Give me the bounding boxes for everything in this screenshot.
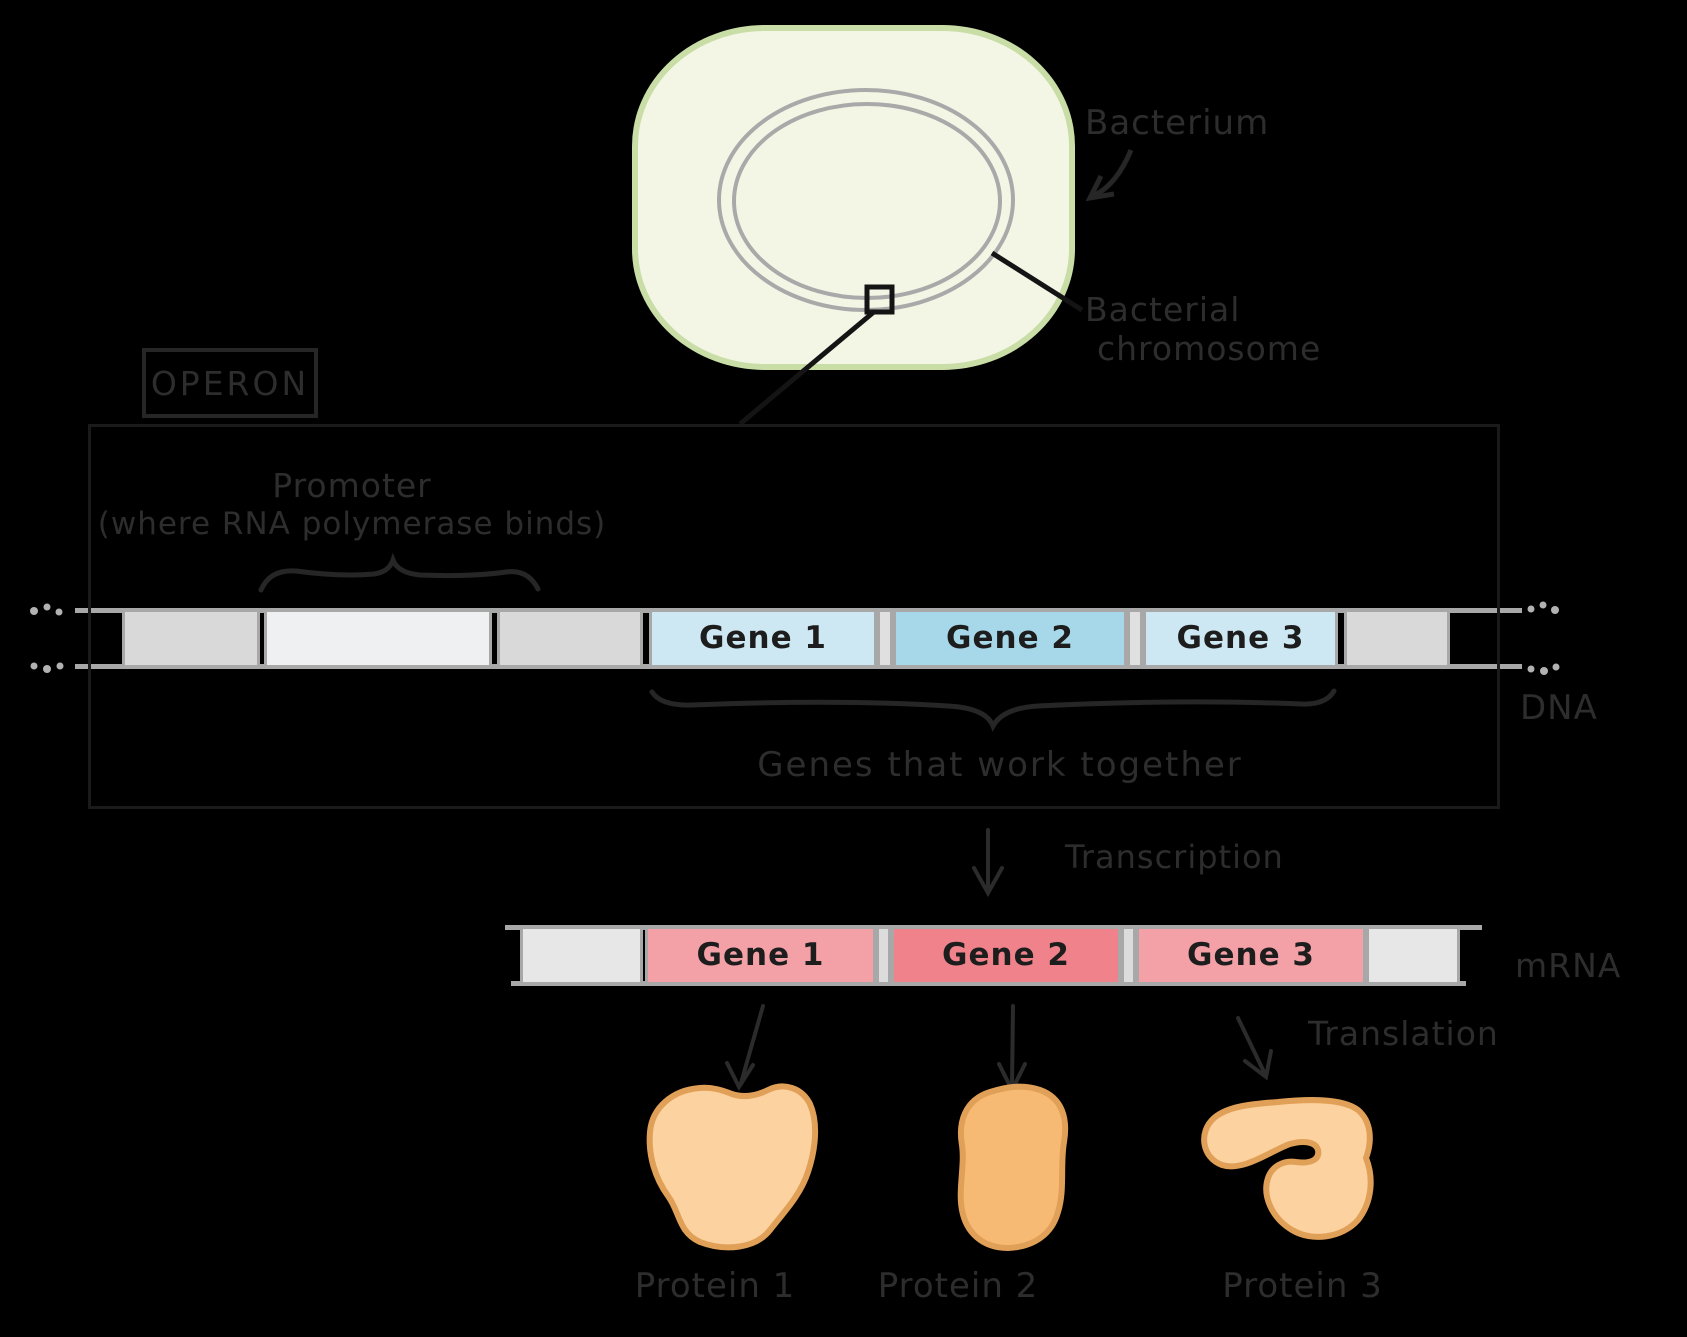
dna-gene-gap-2	[1127, 612, 1143, 665]
mrna-segment-gray-left	[520, 929, 643, 982]
protein-1-label: Protein 1	[634, 1266, 796, 1306]
bacterium-label-arrowhead	[1085, 174, 1115, 202]
translation-arrow-3	[1236, 1016, 1273, 1081]
transcription-arrow	[972, 828, 1004, 898]
dna-label: DNA	[1520, 688, 1598, 728]
dna-gene2-segment	[893, 612, 1127, 665]
mrna-strip-bottom-line	[511, 981, 1466, 986]
dna-strip-bottom-line	[75, 664, 1522, 669]
genes-caption: Genes that work together	[757, 745, 1243, 785]
chromosome-label-line1: Bacterial	[1085, 290, 1241, 329]
mrna-gene-gap-2	[1121, 929, 1136, 982]
translation-arrow-2	[997, 1004, 1027, 1095]
chromosome-label: Bacterial chromosome	[1085, 290, 1321, 368]
mrna-gene2-label: Gene 2	[942, 937, 1070, 973]
dna-gene-gap-1	[877, 612, 893, 665]
protein-3-shape	[1201, 1097, 1374, 1240]
dna-segment-gray-1	[122, 612, 260, 665]
translation-arrow-1	[725, 1004, 765, 1092]
transcription-label: Transcription	[1065, 838, 1284, 876]
bacterium-label: Bacterium	[1085, 103, 1270, 143]
mrna-label: mRNA	[1515, 946, 1622, 985]
protein-3-label: Protein 3	[1222, 1266, 1383, 1306]
protein-2-label: Protein 2	[877, 1266, 1039, 1306]
mrna-strip-top-line	[505, 925, 1482, 930]
dna-segment-gray-2	[497, 612, 643, 665]
dna-gene3-label: Gene 3	[1176, 620, 1305, 656]
dna-segment-gray-3	[1344, 612, 1450, 665]
chromosome-label-line2: chromosome	[1097, 329, 1322, 368]
protein-2-shape	[957, 1083, 1069, 1252]
dna-gene1-segment	[649, 612, 877, 665]
promoter-brace	[258, 552, 541, 593]
chromosome-label-leader-line	[990, 250, 1084, 313]
operon-box	[88, 424, 1500, 809]
dna-continuation-dots	[30, 601, 1560, 675]
mrna-gene1-label: Gene 1	[696, 937, 825, 973]
mrna-gene3-label: Gene 3	[1187, 937, 1315, 973]
chromosome-zoom-marker	[864, 284, 895, 315]
operon-tag: OPERON	[142, 348, 318, 418]
dna-gene1-label: Gene 1	[699, 620, 827, 656]
protein-1-shape	[646, 1083, 819, 1251]
marker-to-operon-leader-line	[738, 309, 877, 426]
dna-segment-promoter	[264, 612, 492, 665]
mrna-segment-gray-right	[1366, 929, 1460, 982]
bacterium-label-arrow	[1093, 149, 1134, 198]
dna-gene2-label: Gene 2	[946, 620, 1074, 656]
promoter-title: Promoter	[272, 466, 432, 505]
dna-gene3-segment	[1143, 612, 1338, 665]
mrna-gene3-segment	[1136, 929, 1366, 982]
promoter-subtitle: (where RNA polymerase binds)	[97, 506, 607, 542]
dna-strip-top-line	[75, 608, 1522, 613]
bacterium-cell-shape	[632, 25, 1075, 370]
genes-brace	[649, 688, 1337, 732]
operon-tag-text: OPERON	[150, 363, 310, 403]
mrna-gene2-segment	[891, 929, 1121, 982]
mrna-gene-gap-1	[876, 929, 891, 982]
mrna-gene1-segment	[645, 929, 876, 982]
translation-label: Translation	[1308, 1014, 1499, 1053]
